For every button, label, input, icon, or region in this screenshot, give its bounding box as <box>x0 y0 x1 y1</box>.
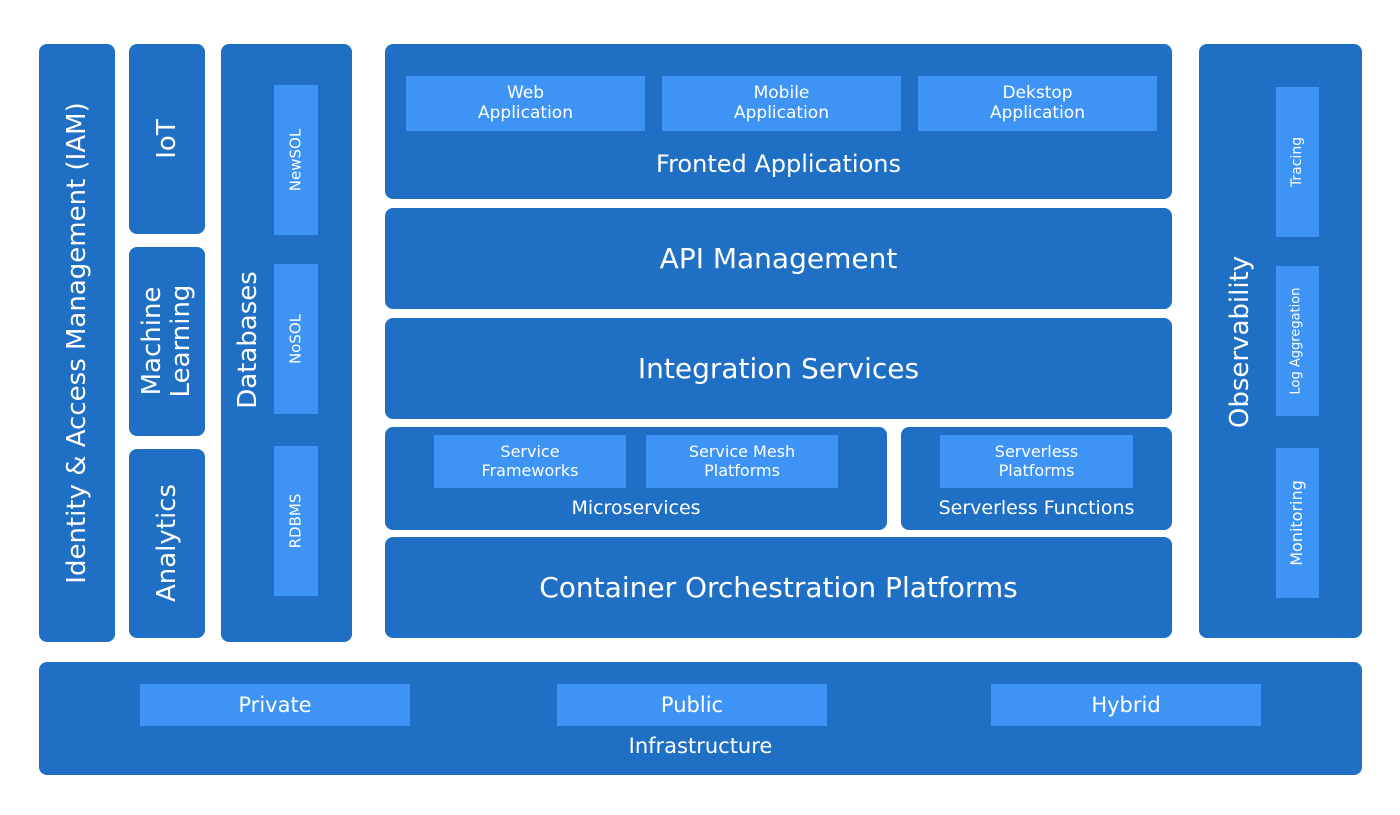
iot-label: IoT <box>152 119 182 159</box>
db-rdbms: RDBMS <box>274 446 318 596</box>
infra-private: Private <box>140 684 410 726</box>
obs-log-aggregation-label: Log Aggregation <box>1288 287 1304 395</box>
obs-tracing-label: Tracing <box>1288 136 1305 188</box>
service-mesh-line1: Service Mesh <box>688 442 796 462</box>
machine-learning-line2: Learning <box>166 284 196 398</box>
db-nosql: NoSOL <box>274 264 318 414</box>
app-desktop-line2: Application <box>990 102 1085 123</box>
service-frameworks-line1: Service <box>500 442 560 462</box>
app-mobile: Mobile Application <box>662 76 901 131</box>
obs-tracing: Tracing <box>1276 87 1319 237</box>
db-nosql-label: NoSOL <box>286 313 305 365</box>
service-mesh-platforms: Service Mesh Platforms <box>646 435 838 488</box>
db-newsql-label: NewSOL <box>286 128 305 192</box>
iot-panel: IoT <box>129 44 205 234</box>
app-mobile-line2: Application <box>734 102 829 123</box>
analytics-label: Analytics <box>152 483 182 603</box>
machine-learning-panel: Machine Learning <box>129 247 205 436</box>
serverless-platforms-line1: Serverless <box>994 442 1079 462</box>
service-frameworks-line2: Frameworks <box>481 460 579 480</box>
api-management-title: API Management <box>659 242 898 275</box>
databases-panel: Databases NewSOL NoSOL RDBMS <box>221 44 352 642</box>
frontend-title: Fronted Applications <box>656 150 901 178</box>
integration-services-panel: Integration Services <box>385 318 1172 419</box>
frontend-panel: Web Application Mobile Application Dekst… <box>385 44 1172 199</box>
container-orchestration-title: Container Orchestration Platforms <box>539 571 1018 604</box>
app-web-line2: Application <box>478 102 573 123</box>
machine-learning-label: Machine Learning <box>136 284 196 398</box>
infra-public-label: Public <box>660 692 724 717</box>
infra-public: Public <box>557 684 827 726</box>
db-rdbms-label: RDBMS <box>286 493 305 549</box>
db-newsql: NewSOL <box>274 85 318 235</box>
infra-private-label: Private <box>238 692 312 717</box>
service-mesh-line2: Platforms <box>704 460 780 480</box>
obs-log-aggregation: Log Aggregation <box>1276 266 1319 416</box>
observability-panel: Observability Tracing Log Aggregation Mo… <box>1199 44 1362 638</box>
obs-monitoring: Monitoring <box>1276 448 1319 598</box>
container-orchestration-panel: Container Orchestration Platforms <box>385 537 1172 638</box>
serverless-platforms-line2: Platforms <box>998 460 1075 480</box>
app-desktop-line1: Dekstop <box>1002 82 1073 103</box>
app-mobile-line1: Mobile <box>753 82 810 103</box>
analytics-panel: Analytics <box>129 449 205 638</box>
serverless-panel: Serverless Platforms Serverless Function… <box>901 427 1172 530</box>
observability-label: Observability <box>1225 255 1255 429</box>
service-frameworks: Service Frameworks <box>434 435 626 488</box>
infrastructure-title: Infrastructure <box>628 734 773 758</box>
app-web: Web Application <box>406 76 645 131</box>
serverless-title: Serverless Functions <box>938 497 1135 519</box>
microservices-title: Microservices <box>571 497 701 519</box>
databases-label: Databases <box>233 271 263 409</box>
obs-monitoring-label: Monitoring <box>1286 480 1306 566</box>
app-web-line1: Web <box>506 82 545 103</box>
app-desktop: Dekstop Application <box>918 76 1157 131</box>
api-management-panel: API Management <box>385 208 1172 309</box>
serverless-platforms: Serverless Platforms <box>940 435 1133 488</box>
machine-learning-line1: Machine <box>136 286 167 396</box>
infrastructure-panel: Private Public Hybrid Infrastructure <box>39 662 1362 775</box>
microservices-panel: Service Frameworks Service Mesh Platform… <box>385 427 887 530</box>
integration-services-title: Integration Services <box>637 352 920 385</box>
infra-hybrid-label: Hybrid <box>1091 692 1161 717</box>
infra-hybrid: Hybrid <box>991 684 1261 726</box>
iam-panel: Identity & Access Management (IAM) <box>39 44 115 642</box>
iam-label: Identity & Access Management (IAM) <box>62 102 92 584</box>
